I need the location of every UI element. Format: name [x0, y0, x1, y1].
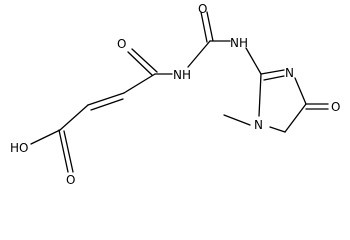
atom-label-ring-carbonyl-oxygen: O	[331, 100, 340, 114]
bond-n4-methyl	[223, 114, 251, 126]
atom-label-acid-carbonyl-oxygen: O	[66, 173, 75, 187]
atom-label-amide-nitrogen: NH	[173, 68, 191, 82]
bond-c3-c4	[123, 73, 156, 94]
bond-n4-c6	[258, 73, 262, 117]
bond-c1-c2	[59, 104, 89, 131]
bond-c4-o-double-b	[131, 48, 158, 73]
atom-label-acid-hydroxyl: HO	[10, 141, 28, 155]
bond-c6-n3-double-a	[260, 69, 285, 75]
structure-canvas: HO O O NH O NH N N O	[10, 2, 340, 187]
bond-c6-n3-double-b	[263, 75, 285, 81]
bond-c1-o-double-b	[63, 130, 74, 173]
bond-c4-o-double-a	[127, 51, 153, 76]
bond-n2-c6	[245, 47, 262, 75]
bond-n1-c5	[187, 40, 211, 68]
atom-label-layer: HO O O NH O NH N N O	[10, 2, 340, 187]
bond-c5-o-double-a	[200, 11, 208, 43]
bond-layer	[30, 11, 329, 173]
bond-c1-o-double-a	[58, 129, 69, 173]
bond-c8-n4	[269, 126, 286, 133]
atom-label-amide-oxygen: O	[117, 37, 126, 51]
bond-c2-c3	[87, 92, 125, 106]
atom-label-ring-methyl-nitrogen: N	[254, 118, 263, 132]
chemical-structure-diagram: HO O O NH O NH N N O	[10, 2, 340, 187]
bond-c5-o-double-b	[206, 11, 214, 42]
bond-c1-oh	[30, 129, 61, 145]
bond-n3-c7	[294, 77, 307, 105]
atom-label-ring-imine-nitrogen: N	[285, 66, 294, 80]
bond-c2-c3-inner	[90, 98, 124, 111]
atom-label-urea-nitrogen: NH	[230, 36, 248, 50]
atom-label-urea-oxygen: O	[198, 2, 207, 16]
bond-c7-c8	[284, 103, 307, 133]
